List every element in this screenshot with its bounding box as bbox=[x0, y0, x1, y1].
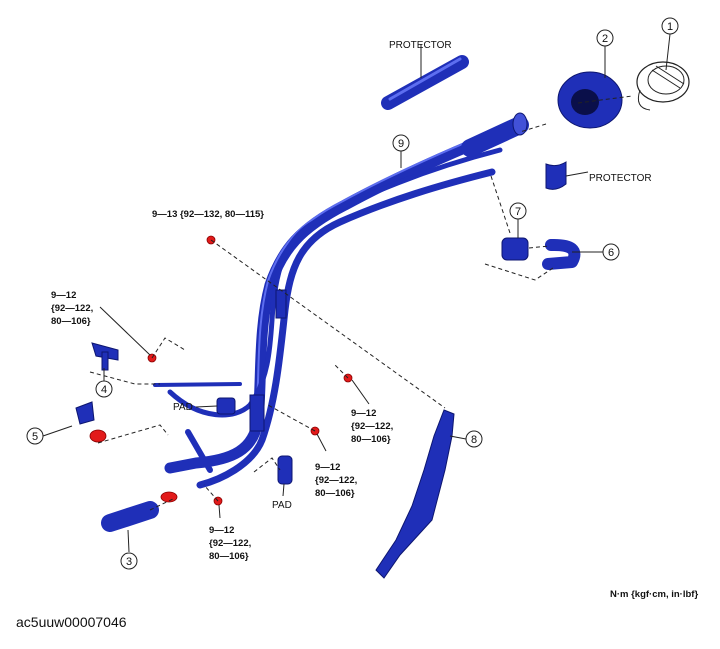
callout-1: 1 bbox=[661, 17, 679, 35]
torque-right-lower-line2: {92—122, bbox=[315, 475, 357, 486]
callout-3: 3 bbox=[120, 552, 138, 570]
callout-2: 2 bbox=[596, 29, 614, 47]
torque-bottom-line2: {92—122, bbox=[209, 538, 251, 549]
pad-left-part bbox=[216, 397, 236, 415]
leader-lines bbox=[42, 33, 671, 553]
torque-right-lower-line1: 9—12 bbox=[315, 462, 340, 473]
callout-8: 8 bbox=[465, 430, 483, 448]
part-3-hose bbox=[101, 491, 178, 532]
callout-8-number: 8 bbox=[471, 434, 477, 446]
callout-3-number: 3 bbox=[126, 556, 132, 568]
torque-bottom-line3: 80—106} bbox=[209, 551, 249, 562]
part-5-clip bbox=[75, 401, 107, 443]
protector-top-part bbox=[381, 55, 469, 110]
callout-9: 9 bbox=[392, 134, 410, 152]
torque-left-line3: 80—106} bbox=[51, 316, 91, 327]
protector-right-label: PROTECTOR bbox=[589, 173, 652, 184]
callout-6: 6 bbox=[602, 243, 620, 261]
pad-bottom-label: PAD bbox=[272, 500, 292, 511]
torque-units-legend: N·m {kgf·cm, in·lbf} bbox=[610, 589, 698, 600]
pad-left-label: PAD bbox=[173, 402, 193, 413]
torque-right-upper-line3: 80—106} bbox=[351, 434, 391, 445]
torque-bottom-line1: 9—12 bbox=[209, 525, 234, 536]
part-9-filler-pipe bbox=[153, 112, 529, 489]
figure-caption: ac5uuw00007046 bbox=[16, 614, 127, 630]
torque-right-upper-line1: 9—12 bbox=[351, 408, 376, 419]
part-6-hose-elbow bbox=[542, 238, 581, 270]
callout-7: 7 bbox=[509, 202, 527, 220]
torque-top: 9—13 {92—132, 80—115} bbox=[152, 209, 264, 220]
callout-5: 5 bbox=[26, 427, 44, 445]
callout-5-number: 5 bbox=[32, 431, 38, 443]
part-7-hose bbox=[501, 237, 529, 261]
callout-4-number: 4 bbox=[101, 384, 107, 396]
callout-6-number: 6 bbox=[608, 247, 614, 259]
alignment-lines bbox=[89, 95, 633, 511]
part-4-bracket bbox=[91, 342, 119, 371]
part-2-grommet bbox=[557, 71, 623, 129]
torque-left-line2: {92—122, bbox=[51, 303, 93, 314]
torque-left-line1: 9—12 bbox=[51, 290, 76, 301]
callout-9-number: 9 bbox=[398, 138, 404, 150]
callout-1-number: 1 bbox=[667, 21, 673, 33]
pad-bottom-part bbox=[277, 455, 293, 485]
protector-top-label: PROTECTOR bbox=[389, 40, 452, 51]
callout-7-number: 7 bbox=[515, 206, 521, 218]
protector-right-part bbox=[545, 161, 567, 190]
callout-2-number: 2 bbox=[602, 33, 608, 45]
callout-4: 4 bbox=[95, 380, 113, 398]
part-1-fuel-cap bbox=[636, 61, 690, 111]
torque-right-upper-line2: {92—122, bbox=[351, 421, 393, 432]
torque-right-lower-line3: 80—106} bbox=[315, 488, 355, 499]
